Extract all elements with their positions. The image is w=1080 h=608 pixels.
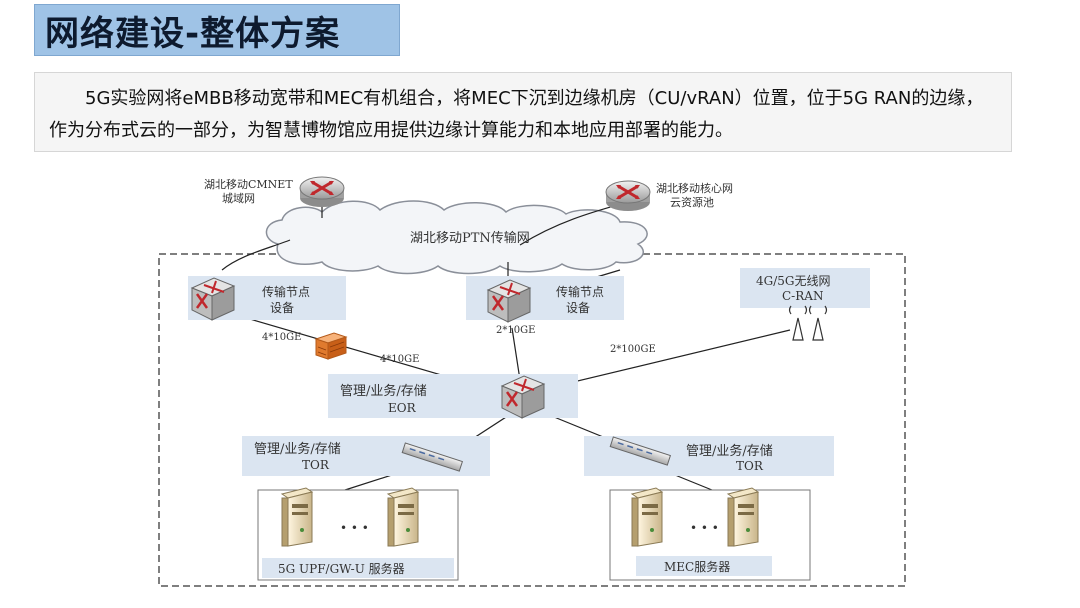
page-title: 网络建设-整体方案 [45, 13, 341, 54]
node-mid-label-1: 传输节点 [556, 284, 604, 299]
cran-label-1: 4G/5G无线网 [756, 274, 831, 288]
link-cran-label: 2*100GE [610, 344, 656, 355]
ptn-cloud: 湖北移动PTN传输网 [265, 200, 648, 275]
ptn-label: 湖北移动PTN传输网 [410, 230, 530, 246]
link-cloud-to-left [221, 239, 291, 271]
link-mid-label: 2*10GE [496, 325, 535, 336]
tor-right-switch [609, 436, 672, 466]
link-fw-label: 4*10GE [380, 354, 419, 365]
server-right-ellipsis: • • • [690, 521, 719, 535]
cmnet-label-1: 湖北移动CMNET [204, 178, 293, 191]
node-mid-label-2: 设备 [566, 301, 590, 315]
eor-label-2: EOR [388, 401, 417, 415]
title-banner: 网络建设-整体方案 [34, 4, 400, 56]
cran-box [740, 268, 870, 308]
server-icon [387, 487, 419, 547]
servers-right-label: MEC服务器 [664, 559, 730, 574]
tor-left-label-2: TOR [302, 458, 330, 472]
tor-right-label-2: TOR [736, 459, 764, 473]
core-router [604, 179, 652, 213]
node-left-label-1: 传输节点 [262, 284, 310, 299]
link-cran-to-eor [539, 329, 791, 391]
servers-left-label: 5G UPF/GW-U 服务器 [278, 561, 405, 576]
description-box: 5G实验网将eMBB移动宽带和MEC有机组合，将MEC下沉到边缘机房（CU/vR… [34, 72, 1012, 152]
cran-label-2: C-RAN [782, 289, 823, 303]
server-icon [727, 487, 759, 547]
cmnet-router [298, 175, 346, 209]
tor-left-switch [401, 442, 464, 472]
server-icon [281, 487, 313, 547]
server-left-ellipsis: • • • [340, 521, 369, 535]
description-text: 5G实验网将eMBB移动宽带和MEC有机组合，将MEC下沉到边缘机房（CU/vR… [49, 88, 984, 141]
tor-right-label-1: 管理/业务/存储 [686, 443, 773, 459]
servers-left-label-box [262, 558, 454, 578]
antenna-icon [788, 305, 828, 341]
firewall-icon [314, 332, 348, 360]
tor-left-box [242, 436, 490, 476]
cmnet-label-2: 城域网 [222, 192, 255, 205]
eor-label-1: 管理/业务/存储 [340, 383, 427, 399]
core-label-1: 湖北移动核心网 [656, 181, 733, 195]
link-left-label: 4*10GE [262, 332, 301, 343]
core-label-2: 云资源池 [670, 195, 714, 209]
server-icon [631, 487, 663, 547]
node-left-label-2: 设备 [270, 301, 294, 315]
link-mid-to-eor [511, 327, 521, 381]
servers-right-label-box [636, 556, 772, 576]
tor-left-label-1: 管理/业务/存储 [254, 441, 341, 457]
